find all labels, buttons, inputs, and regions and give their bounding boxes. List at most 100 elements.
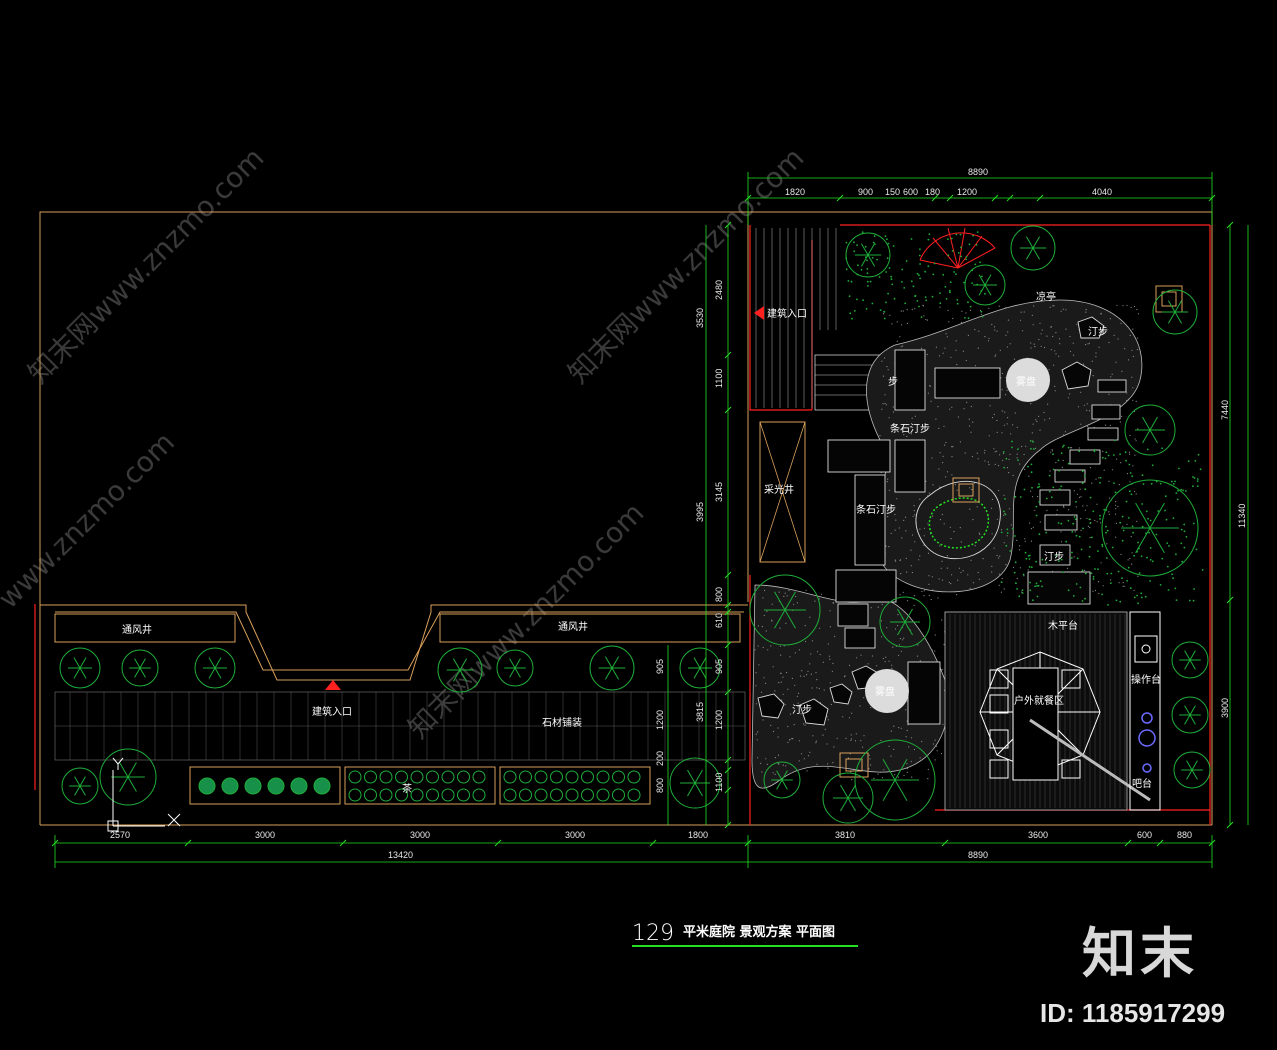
skylight-cross — [759, 421, 806, 563]
label-step-mid: 汀步 — [1044, 551, 1064, 563]
ground-cover — [845, 231, 1204, 606]
watermark-3: 知末网www.znzmo.com — [402, 496, 651, 745]
label-vent-right: 通风井 — [558, 620, 588, 633]
dim-top-6: 4040 — [1092, 187, 1112, 197]
dimension-lines — [54, 172, 1249, 868]
watermark-4: www.znzmo.com — [0, 426, 181, 615]
planter-boxes — [189, 766, 651, 805]
label-stone-step-2: 条石汀步 — [856, 503, 896, 516]
dim-top-2: 150 — [885, 187, 900, 197]
tree-icon — [845, 232, 891, 278]
dim-bottom-right-1: 3600 — [1028, 830, 1048, 840]
tree-icon — [59, 647, 101, 689]
tree-icon — [1171, 696, 1209, 734]
watermark-layer: 知末网www.znzmo.com 知末网www.znzmo.com 知末网www… — [0, 141, 810, 745]
rocks — [757, 316, 1105, 726]
label-counter: 操作台 — [1131, 673, 1161, 686]
label-stone-paving: 石材铺装 — [542, 716, 582, 729]
dim-left-10: 200 — [655, 751, 665, 766]
dim-left-9b: 1200 — [714, 710, 724, 730]
dim-left-6: 610 — [714, 613, 724, 628]
title-number: 129 — [632, 921, 674, 946]
pavilion-fan — [919, 227, 996, 269]
tree-icon — [496, 649, 534, 687]
building-outline — [39, 211, 1213, 826]
label-wood-deck: 木平台 — [1048, 619, 1078, 632]
tree-icon — [194, 647, 236, 689]
brand-logo: 知末 — [1082, 922, 1198, 985]
dim-top-1: 900 — [858, 187, 873, 197]
label-fog-2: 雾盘 — [875, 685, 895, 698]
dim-right-1: 11340 — [1237, 504, 1247, 528]
counter-icons — [1138, 712, 1156, 773]
plan-labels: 通风井 通风井 建筑入口 建筑入口 石材铺装 茶 采光井 条石汀步 条石汀步 汀… — [122, 290, 1161, 795]
label-step-small: 步 — [888, 376, 898, 388]
dimension-ticks — [51, 194, 1234, 847]
label-bar: 吧台 — [1132, 777, 1152, 790]
tree-icon — [822, 772, 874, 824]
dim-top-4: 180 — [925, 187, 940, 197]
title-text: 平米庭院 景观方案 平面图 — [683, 924, 835, 940]
dim-left-7b: 905 — [714, 659, 724, 674]
ucs-icon — [107, 757, 181, 832]
dimension-text: 8890 1820 900 150 600 180 1200 4040 2570… — [110, 167, 1247, 860]
dim-left-1: 3530 — [695, 308, 705, 328]
label-stone-step-1: 条石汀步 — [890, 422, 930, 435]
tree-icon — [749, 574, 821, 646]
planter-plants — [198, 770, 641, 802]
dim-top-0: 1820 — [785, 187, 805, 197]
dim-bottom-left-0: 2570 — [110, 830, 130, 840]
brand-id: ID: 1185917299 — [1040, 998, 1225, 1028]
watermark-2: 知末网www.znzmo.com — [562, 141, 811, 390]
dim-bottom-right-2: 600 — [1137, 830, 1152, 840]
dim-right-2: 3900 — [1220, 698, 1230, 718]
dim-left-12: 1100 — [714, 773, 724, 792]
dim-bottom-left-4: 1800 — [688, 830, 708, 840]
tree-icon — [964, 264, 1006, 306]
tree-icon — [879, 596, 931, 648]
dim-bottom-left-1: 3000 — [255, 830, 275, 840]
dim-left-5: 800 — [714, 587, 724, 602]
tree-icon — [1010, 225, 1056, 271]
label-step-bottom: 汀步 — [792, 704, 812, 716]
fog-basins — [865, 358, 1050, 713]
dim-top-3: 600 — [903, 187, 918, 197]
label-tea: 茶 — [402, 782, 412, 795]
dim-left-9: 1200 — [655, 710, 665, 730]
pool — [915, 481, 1001, 559]
tree-icon — [1124, 404, 1176, 456]
label-entry-bottom: 建筑入口 — [312, 705, 352, 718]
label-dining: 户外就餐区 — [1014, 694, 1064, 707]
paving-grid — [55, 692, 745, 760]
dim-top-total: 8890 — [968, 167, 988, 177]
dim-bottom-left-total: 13420 — [388, 850, 413, 860]
dim-bottom-left-2: 3000 — [410, 830, 430, 840]
tree-icon — [763, 761, 801, 799]
dim-bottom-right-total: 8890 — [968, 850, 988, 860]
dim-left-3: 3145 — [714, 482, 724, 502]
dim-left-0: 2480 — [714, 280, 724, 300]
tree-icon — [99, 748, 157, 806]
tree-icon — [1152, 289, 1198, 335]
tree-icon — [589, 645, 635, 691]
dim-bottom-right-0: 3810 — [835, 830, 855, 840]
dim-top-5: 1200 — [957, 187, 977, 197]
dim-left-7: 905 — [655, 659, 665, 674]
drawing-title: 129 平米庭院 景观方案 平面图 — [632, 921, 858, 947]
tree-icon — [121, 649, 159, 687]
skylight-box — [759, 421, 806, 563]
dining-umbrella — [979, 651, 1151, 802]
tree-icon — [1101, 479, 1199, 577]
small-pavilions — [839, 285, 1183, 778]
dim-left-4: 3995 — [695, 502, 705, 522]
dim-bottom-right-3: 880 — [1177, 830, 1192, 840]
brand: 知末 ID: 1185917299 — [1040, 922, 1225, 1028]
dim-left-8: 3815 — [695, 702, 705, 722]
entry-markers — [325, 306, 764, 690]
label-entry-top: 建筑入口 — [767, 307, 807, 320]
label-skylight: 采光井 — [764, 483, 794, 496]
counter — [1129, 611, 1161, 811]
tree-icon — [1173, 751, 1211, 789]
label-step-top: 汀步 — [1088, 326, 1108, 338]
